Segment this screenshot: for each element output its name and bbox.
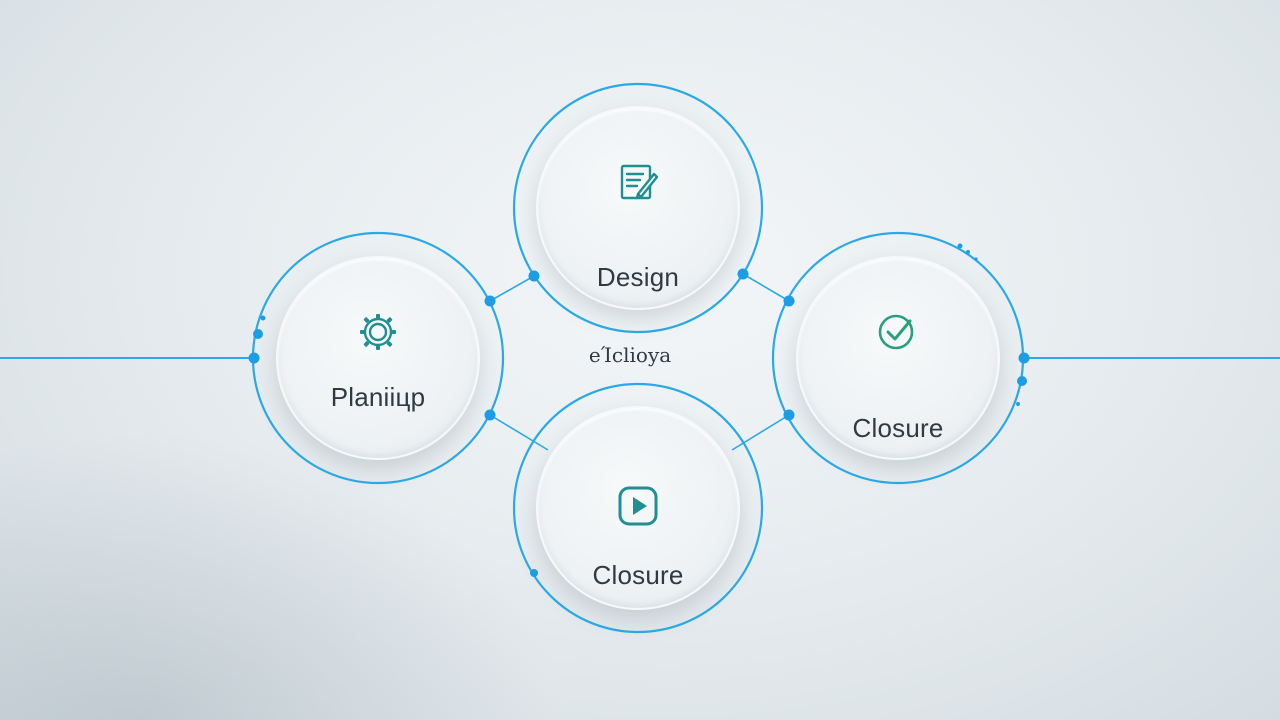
connector-planning-bottom: [489, 414, 549, 451]
connector-design-closure: [742, 273, 790, 302]
edit-document-icon: [620, 164, 659, 200]
planning-label: Planiiцp: [330, 382, 426, 412]
connector-planning-design: [489, 275, 535, 302]
closure-bottom-label: Closure: [592, 560, 684, 590]
closure-bottom-node[interactable]: Closure: [536, 406, 740, 610]
closure-right-label: Closure: [852, 413, 944, 443]
gear-icon: [360, 314, 396, 350]
planning-node[interactable]: Planiiцp: [276, 256, 480, 460]
design-node[interactable]: Design: [536, 106, 740, 310]
closure-right-node[interactable]: Closure: [796, 256, 1000, 460]
center-label: eΊclioya: [588, 343, 672, 367]
closure-bottom-ring: [512, 382, 764, 634]
connector-closure-bottom: [731, 414, 790, 451]
design-ring: [512, 82, 764, 334]
design-label: Design: [596, 262, 680, 292]
connector-dots: [248, 243, 1030, 577]
check-circle-icon: [878, 314, 914, 350]
play-icon: [618, 486, 658, 526]
